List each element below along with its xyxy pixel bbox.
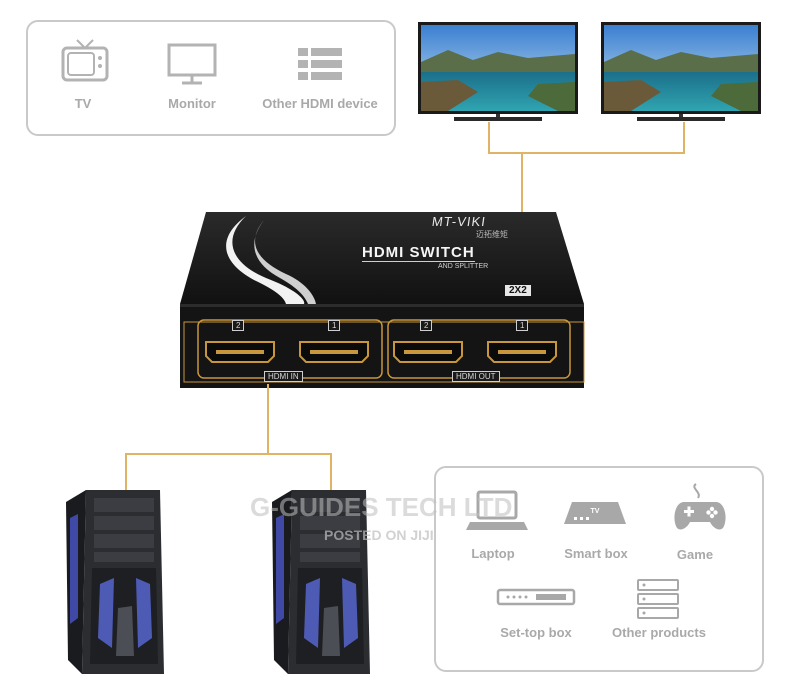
watermark-posted: POSTED ON JIJI [324, 527, 434, 543]
in-port-1-number: 1 [328, 320, 341, 331]
hdmi-in-label: HDMI IN [264, 371, 303, 382]
pc-tower-1 [66, 490, 164, 674]
tv-label: TV [74, 96, 92, 111]
tv-display-2 [601, 22, 761, 121]
svg-text:TV: TV [591, 508, 600, 515]
out-port-1-number: 1 [516, 320, 529, 331]
smart-box-icon: TV [564, 502, 626, 524]
pc2-wire [330, 453, 332, 495]
switch-brand-cn: 迈拓维矩 [476, 230, 508, 239]
watermark-company: G-GUIDES TECH LTD [250, 492, 513, 522]
laptop-label: Laptop [471, 546, 515, 561]
game-label: Game [676, 547, 714, 562]
switch-in-wire [267, 384, 269, 454]
tv-icon [61, 39, 109, 82]
game-controller-icon [674, 483, 726, 530]
set-top-box-icon [496, 588, 576, 606]
out-port-2-number: 2 [420, 320, 433, 331]
monitor-label: Monitor [168, 96, 216, 111]
tv2-wire [683, 122, 685, 154]
switch-subtitle: AND SPLITTER [438, 263, 489, 270]
input-devices-panel [434, 466, 764, 672]
in-port-2-number: 2 [232, 320, 245, 331]
smart-box-label: Smart box [564, 546, 628, 561]
pc-tower-2 [272, 490, 370, 674]
tv-joint-wire [488, 152, 685, 154]
pc1-wire [125, 453, 127, 495]
switch-title: HDMI SWITCH [362, 244, 475, 262]
tv1-wire [488, 122, 490, 154]
hdmi-switch-device [180, 212, 585, 388]
pc-joint-wire [125, 453, 332, 455]
other-products-label: Other products [612, 625, 706, 640]
laptop-icon [466, 490, 528, 530]
tv-display-1 [418, 22, 578, 121]
monitor-icon [167, 43, 217, 85]
hdmi-out-label: HDMI OUT [452, 371, 500, 382]
switch-brand: MT-VIKI [430, 214, 488, 229]
switch-badge: 2X2 [505, 285, 531, 296]
hdmi-device-icon [298, 48, 342, 80]
set-top-box-label: Set-top box [500, 625, 572, 640]
other-products-icon [637, 579, 679, 619]
other-hdmi-device-label: Other HDMI device [262, 96, 378, 111]
